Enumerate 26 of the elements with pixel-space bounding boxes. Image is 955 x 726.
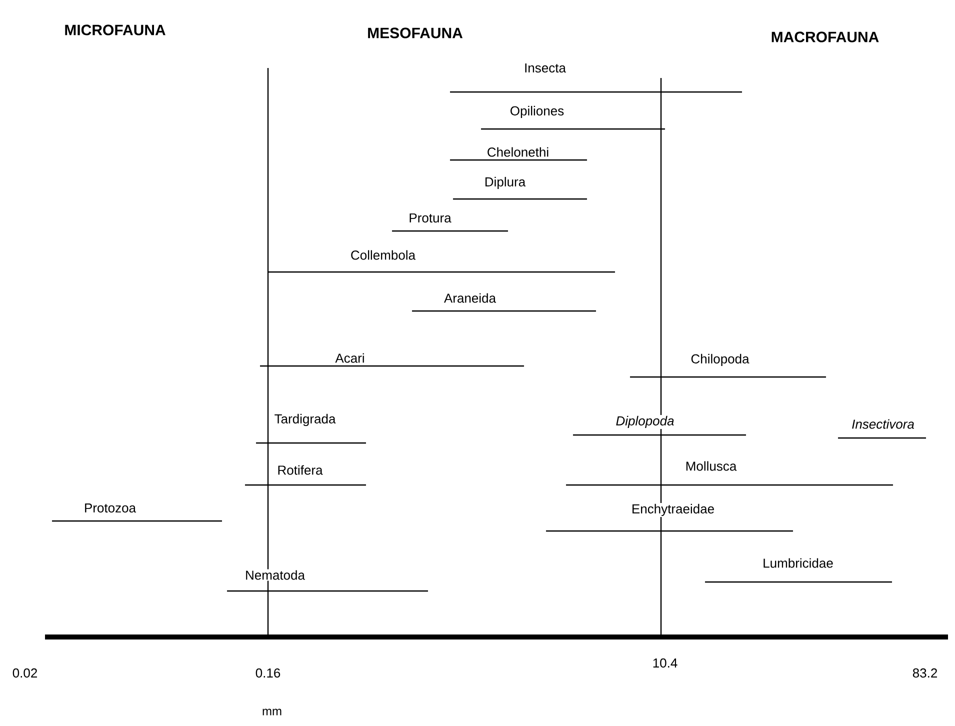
- taxon-label: Acari: [334, 352, 366, 364]
- taxon-label: Collembola: [350, 249, 417, 261]
- taxon-label: Protozoa: [83, 502, 138, 514]
- category-heading: MESOFAUNA: [366, 26, 464, 40]
- tick-label: 83.2: [911, 667, 939, 679]
- tick-label: 0.02: [11, 667, 39, 679]
- taxon-label: Enchytraeidae: [630, 502, 716, 518]
- taxon-label: Opiliones: [508, 104, 566, 120]
- taxon-label: Tardigrada: [273, 412, 337, 428]
- taxon-label: Diplopoda: [614, 414, 676, 430]
- taxon-label: Lumbricidae: [762, 557, 834, 569]
- taxon-label: Rotifera: [276, 464, 324, 476]
- taxon-label: Araneida: [443, 292, 498, 304]
- axis-unit: mm: [261, 708, 283, 716]
- taxon-label: Chilopoda: [690, 352, 750, 368]
- taxon-label: Nematoda: [244, 569, 306, 581]
- category-heading: MICROFAUNA: [63, 24, 167, 36]
- taxon-label: Protura: [408, 212, 452, 224]
- category-heading: MACROFAUNA: [770, 30, 880, 44]
- taxon-label: Diplura: [483, 176, 527, 190]
- taxon-label: Insectivora: [850, 418, 916, 430]
- taxon-label: Mollusca: [684, 460, 738, 472]
- taxon-label: Insecta: [523, 62, 567, 74]
- tick-label: 10.4: [651, 657, 679, 669]
- taxon-label: Chelonethi: [486, 146, 550, 158]
- tick-label: 0.16: [254, 667, 282, 679]
